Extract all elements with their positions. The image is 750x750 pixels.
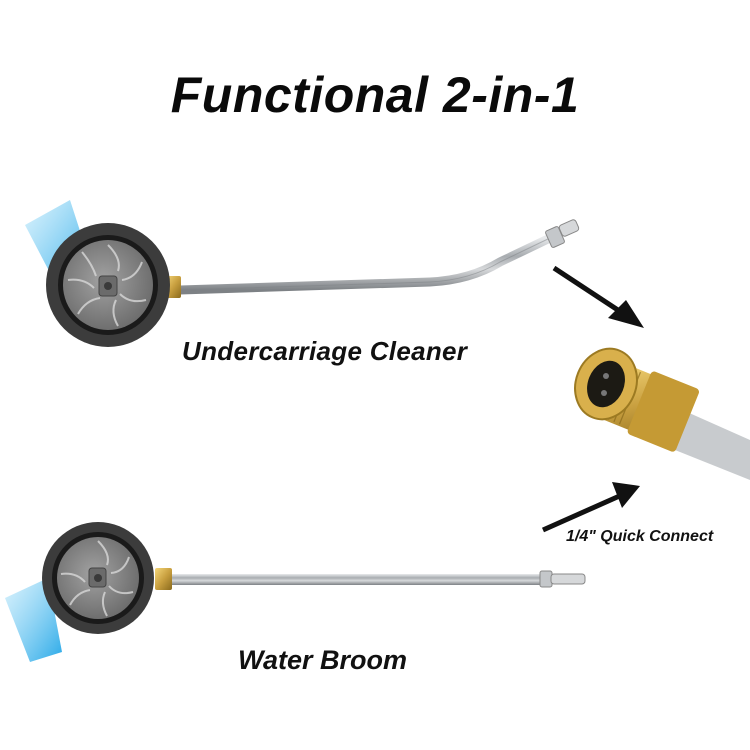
- undercarriage-cleaner-label: Undercarriage Cleaner: [182, 336, 468, 366]
- undercarriage-cleaner-image: [25, 200, 580, 347]
- quick-connect-label: 1/4" Quick Connect: [566, 528, 714, 545]
- arrow-to-connector-icon: [552, 265, 644, 328]
- page-title: Functional 2-in-1: [170, 67, 580, 123]
- water-broom-label: Water Broom: [238, 645, 408, 675]
- arrow-from-label-icon: [541, 482, 640, 533]
- water-broom-image: [5, 522, 586, 662]
- quick-connect-image: [574, 347, 750, 480]
